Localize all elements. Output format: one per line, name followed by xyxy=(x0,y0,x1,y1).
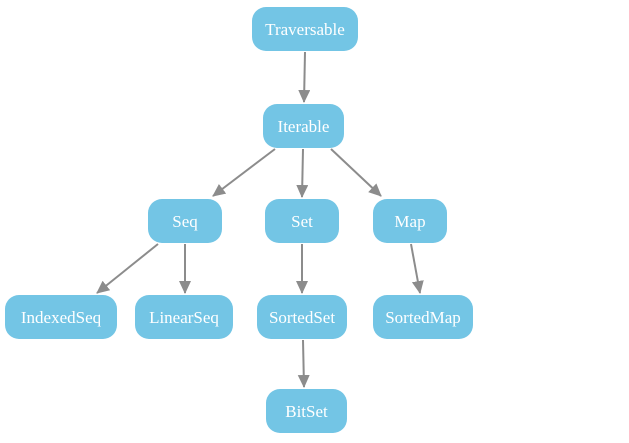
node-iterable: Iterable xyxy=(263,104,344,148)
node-sortedmap: SortedMap xyxy=(373,295,473,339)
node-sortedset: SortedSet xyxy=(257,295,347,339)
edge-iterable-set xyxy=(296,148,309,198)
node-seq: Seq xyxy=(148,199,222,243)
node-set: Set xyxy=(265,199,339,243)
edge-seq-indexedseq xyxy=(96,243,159,294)
node-traversable: Traversable xyxy=(252,7,358,51)
node-map: Map xyxy=(373,199,447,243)
edge-iterable-seq xyxy=(212,148,276,197)
edge-map-sortedmap xyxy=(410,243,424,294)
edge-sortedset-bitset xyxy=(297,339,310,388)
node-bitset: BitSet xyxy=(266,389,347,433)
edge-traversable-iterable xyxy=(298,51,311,103)
node-indexedseq: IndexedSeq xyxy=(5,295,117,339)
edge-iterable-map xyxy=(330,148,382,197)
node-linearseq: LinearSeq xyxy=(135,295,233,339)
